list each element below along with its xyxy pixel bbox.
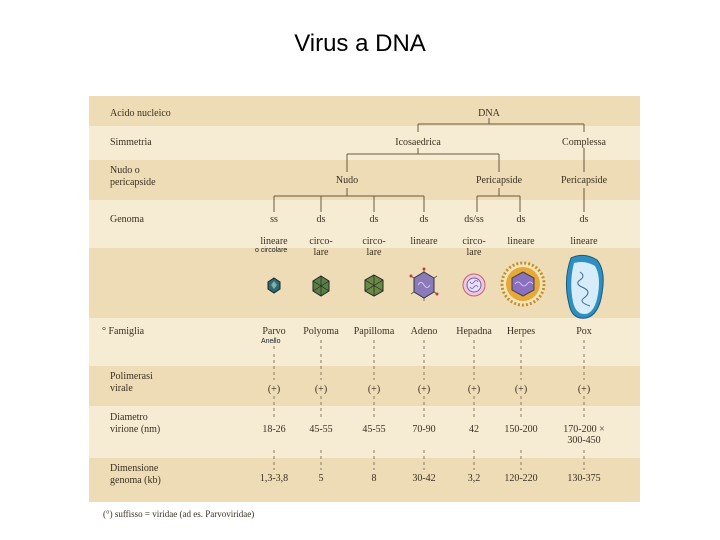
forma-cell: circo- lare	[462, 236, 486, 258]
diametro-cell: 150-200	[504, 424, 538, 435]
row-label-diametro: Diametro virione (nm)	[110, 412, 161, 435]
polimerasi-cell: (+)	[514, 384, 528, 395]
row-band-acido	[89, 96, 640, 126]
genoma-cell: ds/ss	[464, 214, 484, 225]
annotation-o-circolare: o circolare	[255, 247, 288, 254]
tree-node-nudo: Nudo	[335, 175, 359, 186]
diametro-cell: 42	[469, 424, 479, 435]
diametro-cell: 170-200 × 300-450	[563, 424, 605, 446]
diametro-cell: 45-55	[309, 424, 333, 435]
famiglia-cell: Pox	[576, 326, 592, 337]
famiglia-cell: Polyoma	[303, 326, 339, 337]
row-label-famiglia: ° Famiglia	[102, 326, 145, 337]
tree-node-icosaedrica: Icosaedrica	[395, 137, 441, 148]
famiglia-cell: Papilloma	[353, 326, 395, 337]
diametro-cell: 18-26	[262, 424, 286, 435]
famiglia-cell: Hepadna	[456, 326, 492, 337]
famiglia-cell: Adeno	[410, 326, 438, 337]
polimerasi-cell: (+)	[577, 384, 591, 395]
polimerasi-cell: (+)	[314, 384, 328, 395]
genoma-cell: ss	[270, 214, 278, 225]
parvo-virion-icon	[267, 277, 281, 294]
forma-cell: circo- lare	[362, 236, 386, 258]
polimerasi-cell: (+)	[267, 384, 281, 395]
dimensione-cell: 8	[371, 473, 377, 484]
dimensione-cell: 130-375	[567, 473, 601, 484]
dimensione-cell: 120-220	[504, 473, 538, 484]
annotation-anello: Anello	[261, 338, 281, 345]
genoma-cell: ds	[579, 214, 589, 225]
row-band-dimensione	[89, 458, 640, 502]
forma-cell: lineare	[410, 236, 438, 247]
row-label-dimensione: Dimensione genoma (kb)	[110, 463, 161, 486]
genoma-cell: ds	[316, 214, 326, 225]
dimensione-cell: 30-42	[412, 473, 436, 484]
row-label-polimerasi: Polimerasi virale	[110, 371, 153, 394]
polyoma-virion-icon	[312, 275, 330, 297]
row-label-simmetria: Simmetria	[110, 137, 152, 148]
dimensione-cell: 1,3-3,8	[259, 473, 289, 484]
polimerasi-cell: (+)	[417, 384, 431, 395]
row-label-acido: Acido nucleico	[110, 108, 171, 119]
row-band-polimerasi	[89, 366, 640, 406]
genoma-cell: ds	[369, 214, 379, 225]
polimerasi-cell: (+)	[467, 384, 481, 395]
forma-cell: lineare	[570, 236, 598, 247]
polimerasi-cell: (+)	[367, 384, 381, 395]
slide-title: Virus a DNA	[294, 30, 426, 57]
dimensione-cell: 5	[318, 473, 324, 484]
forma-cell: lineare	[507, 236, 535, 247]
row-label-genoma: Genoma	[110, 214, 144, 225]
tree-node-complessa: Complessa	[562, 137, 606, 148]
footnote: (°) suffisso = viridae (ad es. Parvoviri…	[103, 509, 255, 519]
herpes-virion-icon	[500, 261, 546, 307]
diametro-cell: 70-90	[412, 424, 436, 435]
row-band-nudo	[89, 160, 640, 200]
genoma-cell: ds	[419, 214, 429, 225]
dimensione-cell: 3,2	[467, 473, 481, 484]
forma-cell: circo- lare	[309, 236, 333, 258]
genoma-cell: ds	[516, 214, 526, 225]
famiglia-cell: Herpes	[506, 326, 536, 337]
adeno-virion-icon	[409, 267, 439, 301]
diametro-cell: 45-55	[362, 424, 386, 435]
tree-node-pericapside-b: Pericapside	[560, 175, 608, 186]
famiglia-cell: Parvo	[262, 326, 286, 337]
row-label-nudo: Nudo o pericapside	[110, 165, 156, 188]
forma-cell: lineare	[260, 236, 288, 247]
tree-node-pericapside-a: Pericapside	[475, 175, 523, 186]
pox-virion-icon	[565, 254, 604, 319]
papilloma-virion-icon	[364, 274, 384, 297]
tree-node-dna: DNA	[478, 108, 500, 119]
hepadna-virion-icon	[462, 273, 486, 297]
